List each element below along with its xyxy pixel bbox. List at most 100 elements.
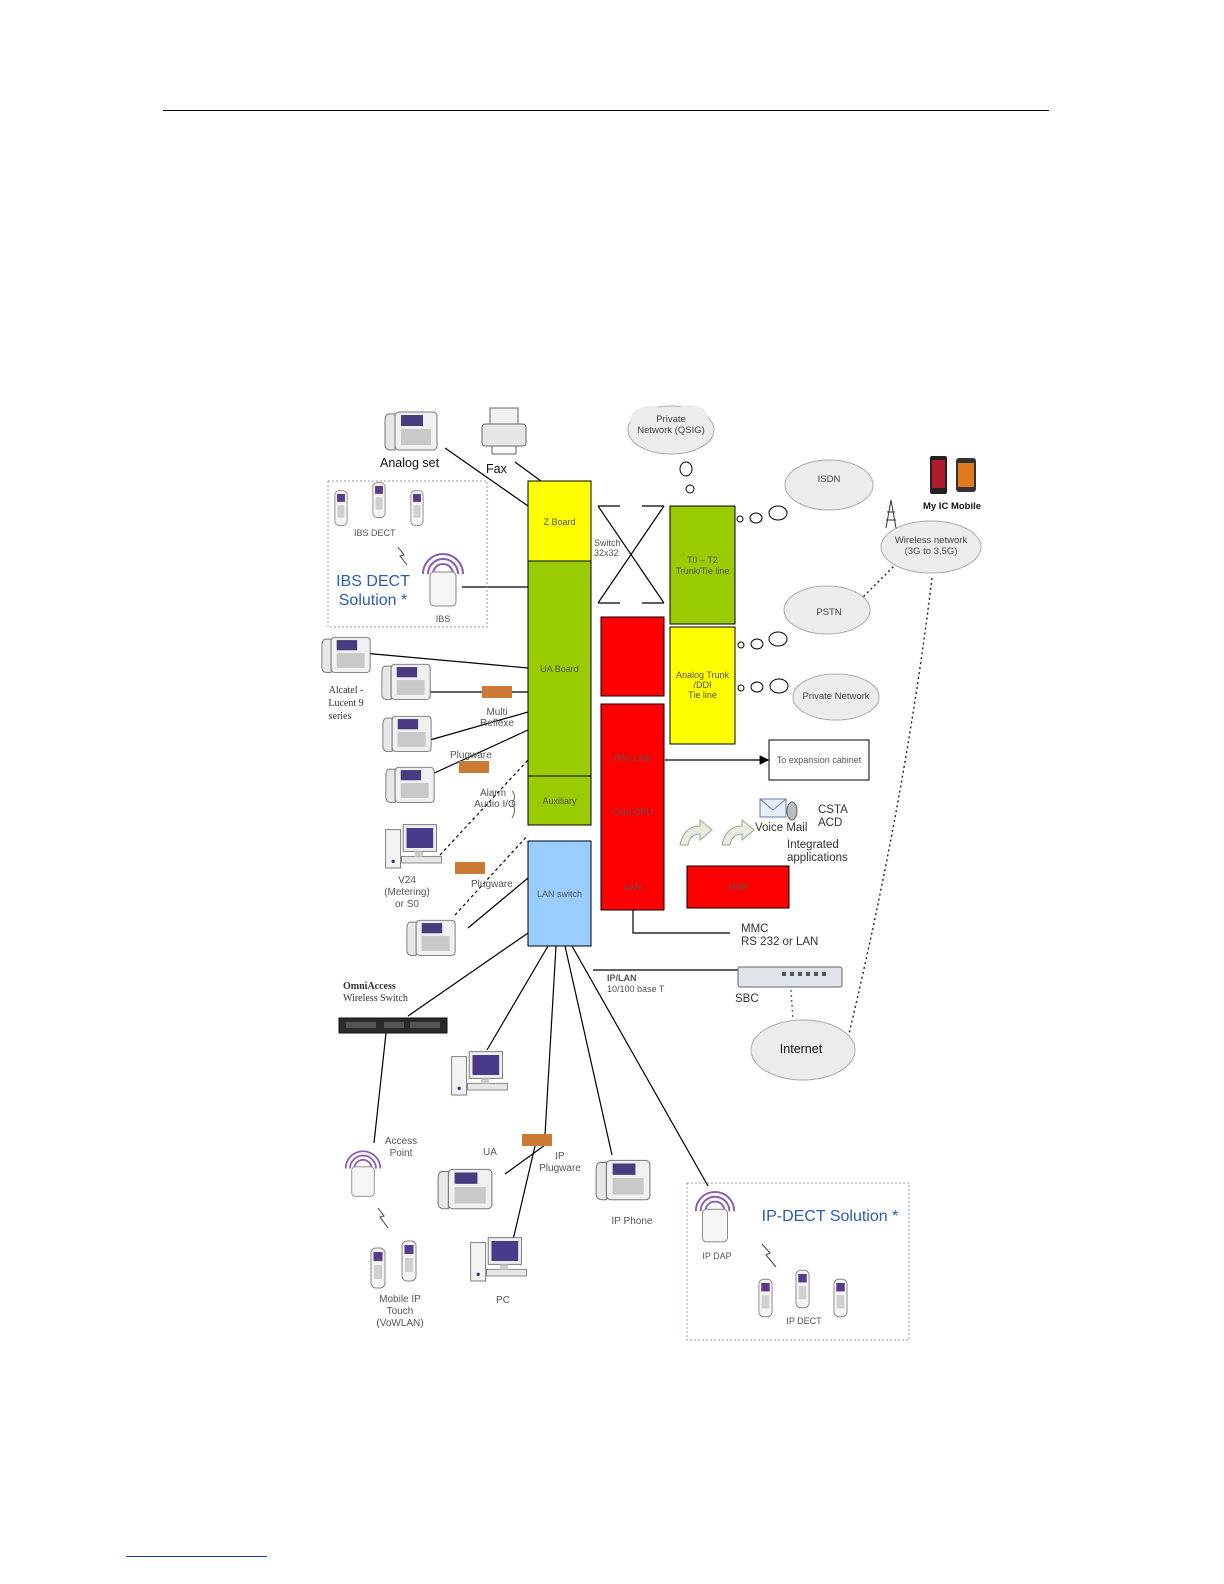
- svg-text:ISDN: ISDN: [818, 474, 841, 485]
- fax-label: Fax: [486, 462, 508, 476]
- core-cpu-board: RSL Link Core CPU LAN: [600, 703, 665, 911]
- plugware-link: [429, 729, 529, 776]
- t0-t2-board: T0 – T2 Trunk/Tie line: [669, 505, 736, 625]
- svg-text:Z Board: Z Board: [543, 517, 575, 527]
- access-point-icon: [344, 1150, 382, 1198]
- svg-text:UA Board: UA Board: [540, 664, 579, 674]
- svg-text:T0 – T2: T0 – T2: [687, 555, 718, 565]
- cloud-pstn: PSTN: [783, 585, 871, 635]
- svg-text:Wireless network: Wireless network: [895, 535, 968, 546]
- ibs-base-station-icon: [422, 553, 464, 607]
- svg-text:Network (QSIG): Network (QSIG): [637, 425, 705, 436]
- ua-board: UA Board: [527, 560, 592, 777]
- handset-icon: [401, 1240, 417, 1282]
- svg-text:RSL Link: RSL Link: [614, 753, 651, 763]
- ibs-dect-handsets: [334, 482, 424, 526]
- ip-dap-icon: [694, 1190, 736, 1243]
- plugware-label-1: Plugware: [450, 750, 492, 761]
- red-board-upper: [600, 616, 665, 697]
- handset-icon: [833, 1278, 848, 1318]
- private-network-bubbles: [737, 678, 789, 694]
- ip-plugware-adapter: [522, 1134, 552, 1146]
- ibs-solution-subtitle: Solution *: [339, 592, 408, 609]
- v24-label-2: (Metering): [384, 887, 430, 898]
- mmc-label: MMC: [741, 923, 768, 935]
- antenna-tower-icon: [885, 499, 897, 529]
- ip-dect-handsets: [758, 1269, 848, 1318]
- pc-link-2: [512, 1145, 536, 1241]
- pc-link-1: [486, 945, 549, 1051]
- ibs-label: IBS: [436, 614, 451, 624]
- svg-text:Trunk/Tie line: Trunk/Tie line: [676, 566, 730, 576]
- svg-text:Auxiliary: Auxiliary: [542, 796, 577, 806]
- analog-set-icon: [384, 411, 438, 451]
- ibs-dect-label: IBS DECT: [354, 528, 396, 538]
- integrated-arrows-icon: [679, 818, 755, 846]
- ua-phone-icon: [437, 1168, 493, 1210]
- voip-board: VoIP: [686, 865, 790, 909]
- pstn-wireless-link: [859, 564, 896, 601]
- plugware-adapter-2: [455, 862, 485, 874]
- ip-touch-phone-icon: [382, 715, 432, 753]
- ip-plugware-label-2: Plugware: [539, 1163, 581, 1174]
- cloud-isdn: ISDN: [784, 459, 874, 511]
- ip-phone-icon: [595, 1159, 651, 1201]
- wireless-signal-icon: [377, 1207, 389, 1229]
- omniaccess-label-1: OmniAccess: [343, 981, 396, 992]
- ibs-dect-solution-box: [327, 480, 488, 628]
- mobile-ip-label-3: (VoWLAN): [376, 1318, 423, 1329]
- ip-dap-label: IP DAP: [702, 1251, 731, 1261]
- svg-text:Core CPU: Core CPU: [612, 807, 653, 817]
- omniaccess-switch-icon: [338, 1017, 448, 1034]
- lan-switch: LAN switch: [527, 840, 592, 947]
- wireless-signal-icon: [761, 1243, 777, 1268]
- ua-label: UA: [483, 1147, 497, 1158]
- ip-dect-solution-box: [686, 1182, 910, 1341]
- my-ic-mobile-icon: [930, 456, 976, 494]
- dotted-links: [790, 564, 933, 1039]
- svg-text:PSTN: PSTN: [816, 607, 841, 618]
- analog-set-label: Analog set: [380, 456, 440, 470]
- svg-text:LAN switch: LAN switch: [537, 889, 582, 899]
- footer-link-underline: [126, 1556, 267, 1557]
- z-board: Z Board: [527, 480, 592, 562]
- cloud-private-qsig: Private Network (QSIG): [627, 405, 715, 455]
- iplan-sub-label: 10/100 base T: [607, 984, 665, 994]
- multi-reflexe-label-1: Multi: [486, 707, 507, 718]
- alcatel-phone-icon: [321, 636, 371, 674]
- acd-label: ACD: [818, 817, 842, 829]
- analog-set-link: [444, 447, 529, 507]
- cloud-internet: Internet: [750, 1019, 856, 1081]
- switch-matrix-label: Switch 32x32: [594, 538, 621, 558]
- alcatel-label-2: Lucent 9: [328, 698, 363, 709]
- handset-icon: [410, 490, 424, 526]
- ip-plugware-link: [544, 945, 557, 1136]
- v24-label-3: or S0: [395, 899, 419, 910]
- multi-reflexe-plugware: [482, 686, 512, 698]
- plugware-label-2: Plugware: [471, 879, 513, 890]
- handset-icon: [370, 1247, 386, 1289]
- handset-icon: [758, 1278, 773, 1318]
- svg-text:Private Network: Private Network: [802, 691, 869, 702]
- analog-trunk-board: Analog Trunk /DDI Tie line: [669, 626, 736, 745]
- sbc-label: SBC: [735, 993, 759, 1005]
- v24-link: [454, 834, 529, 916]
- svg-text:VoIP: VoIP: [728, 882, 747, 892]
- expansion-cabinet-box: To expansion cabinet: [768, 739, 870, 781]
- svg-text:To expansion cabinet: To expansion cabinet: [777, 755, 862, 765]
- alcatel-label-3: series: [329, 711, 352, 722]
- ip-dap-link: [571, 945, 709, 1187]
- access-point-link: [373, 1032, 387, 1144]
- wireless-signal-icon: [397, 546, 408, 566]
- alcatel-link: [362, 652, 529, 669]
- pc-icon: [470, 1237, 527, 1282]
- ua-link: [504, 1144, 546, 1175]
- ip-phone-label: IP Phone: [612, 1216, 653, 1227]
- voice-mail-icon: [759, 798, 798, 821]
- alarm-label-1: Alarm: [480, 788, 506, 799]
- omniaccess-label-2: Wireless Switch: [343, 993, 408, 1004]
- svg-text:Switch: Switch: [594, 538, 621, 548]
- plugware-phone-icon: [385, 766, 435, 804]
- svg-text:LAN: LAN: [624, 882, 642, 892]
